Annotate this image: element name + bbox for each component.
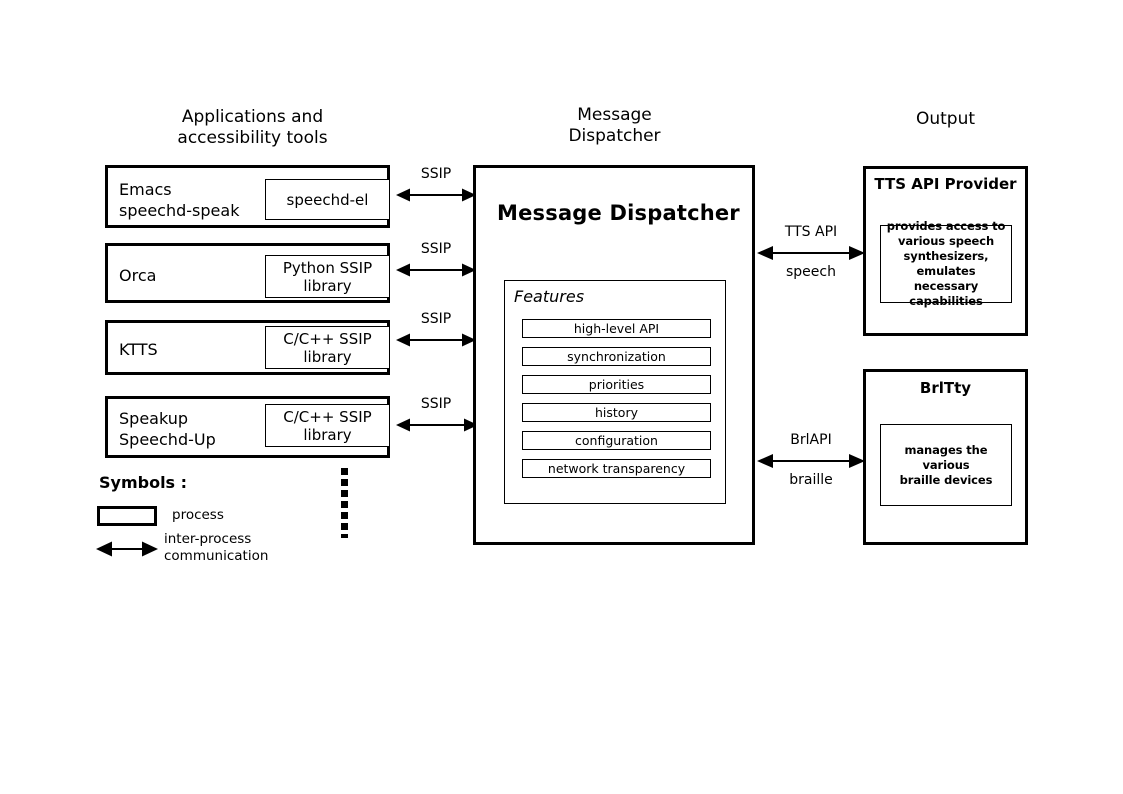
heading-output: Output	[915, 109, 976, 129]
arrow-ssip-emacs	[396, 188, 476, 202]
output-description-tts-api-provider: provides access to various speech synthe…	[880, 219, 1012, 308]
app-box-orca[interactable]: Orca Python SSIP library	[105, 243, 390, 303]
arrow-label-brlapi: BrlAPI	[790, 432, 832, 448]
app-box-speakup[interactable]: Speakup Speechd-Up C/C++ SSIP library	[105, 396, 390, 458]
feature-network-transparency[interactable]: network transparency	[522, 459, 711, 478]
feature-configuration[interactable]: configuration	[522, 431, 711, 450]
arrow-label-ssip-speakup: SSIP	[420, 396, 452, 412]
arrow-ssip-ktts	[396, 333, 476, 347]
message-dispatcher-box[interactable]: Message Dispatcher Features high-level A…	[473, 165, 755, 545]
legend-title: Symbols :	[99, 473, 188, 492]
heading-applications: Applications and accessibility tools	[177, 107, 328, 148]
arrow-brlapi	[757, 454, 865, 468]
message-dispatcher-title: Message Dispatcher	[497, 201, 740, 225]
output-title-brltty: BrlTty	[919, 379, 972, 397]
output-title-tts-api-provider: TTS API Provider	[874, 175, 1017, 193]
output-box-tts-api-provider[interactable]: TTS API Provider provides access to vari…	[863, 166, 1028, 336]
arrow-label-braille: braille	[789, 472, 833, 488]
app-name-ktts: KTTS	[119, 340, 158, 359]
feature-history[interactable]: history	[522, 403, 711, 422]
features-box: Features high-level API synchronization …	[504, 280, 726, 504]
arrow-label-ssip-ktts: SSIP	[420, 311, 452, 327]
heading-message-dispatcher: Message Dispatcher	[568, 105, 661, 146]
arrow-tts-api	[757, 246, 865, 260]
app-name-speakup: Speakup Speechd-Up	[119, 409, 216, 449]
library-box-ccpp-ssip-ktts[interactable]: C/C++ SSIP library	[265, 326, 390, 369]
feature-high-level-api[interactable]: high-level API	[522, 319, 711, 338]
arrow-label-tts-api: TTS API	[784, 224, 838, 240]
library-box-python-ssip[interactable]: Python SSIP library	[265, 255, 390, 298]
arrow-label-ssip-emacs: SSIP	[420, 166, 452, 182]
output-description-brltty: manages the various braille devices	[880, 424, 1012, 506]
library-box-speechd-el[interactable]: speechd-el	[265, 179, 390, 220]
app-name-orca: Orca	[119, 266, 157, 285]
legend-process-symbol	[97, 506, 157, 526]
features-label: Features	[514, 287, 585, 306]
app-box-emacs[interactable]: Emacs speechd-speak speechd-el	[105, 165, 390, 228]
app-box-ktts[interactable]: KTTS C/C++ SSIP library	[105, 320, 390, 375]
app-name-emacs: Emacs speechd-speak	[119, 180, 240, 220]
feature-priorities[interactable]: priorities	[522, 375, 711, 394]
arrow-label-speech: speech	[786, 264, 836, 280]
legend-process-label: process	[172, 507, 224, 523]
library-box-ccpp-ssip-speakup[interactable]: C/C++ SSIP library	[265, 404, 390, 447]
output-box-brltty[interactable]: BrlTty manages the various braille devic…	[863, 369, 1028, 545]
legend-communication-label: inter-process communication	[164, 531, 269, 564]
legend-communication-symbol	[96, 541, 158, 557]
arrow-ssip-orca	[396, 263, 476, 277]
arrow-ssip-speakup	[396, 418, 478, 432]
feature-synchronization[interactable]: synchronization	[522, 347, 711, 366]
arrow-label-ssip-orca: SSIP	[420, 241, 452, 257]
